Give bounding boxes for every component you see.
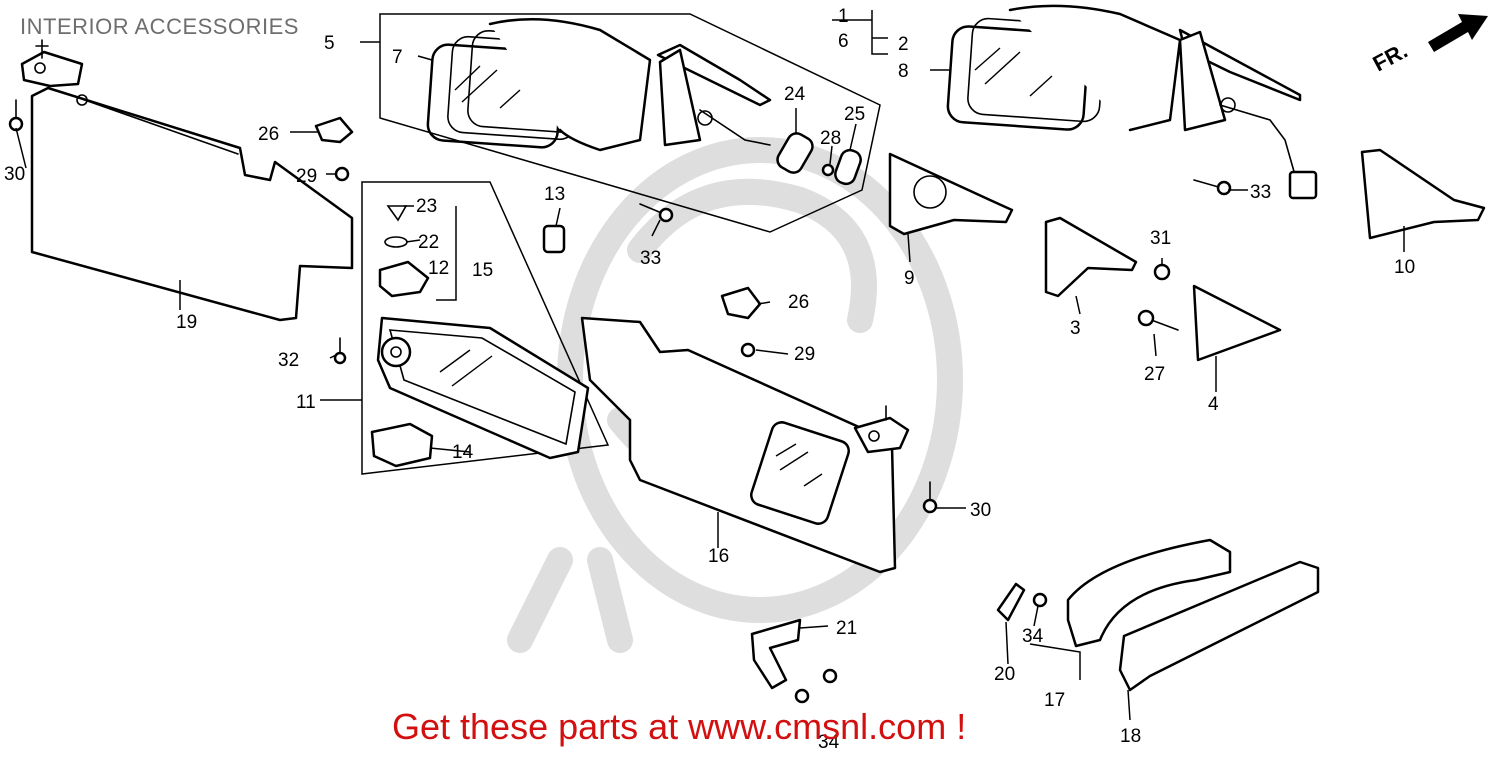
callout-23: 23 bbox=[416, 196, 437, 217]
callout-2: 2 bbox=[898, 34, 909, 55]
handle-17 bbox=[1066, 538, 1232, 648]
corner-covers bbox=[888, 148, 1486, 362]
callout-5: 5 bbox=[324, 33, 335, 54]
nut-31 bbox=[1153, 263, 1171, 281]
front-direction-marker: FR. bbox=[1369, 14, 1488, 76]
left-door-mirror bbox=[426, 17, 772, 152]
callout-22: 22 bbox=[418, 232, 439, 253]
callout-6: 6 bbox=[838, 31, 849, 52]
pad-4 bbox=[1192, 284, 1282, 362]
callout-18: 18 bbox=[1120, 726, 1141, 747]
callout-33b: 33 bbox=[1250, 182, 1271, 203]
sun-visor-right bbox=[580, 316, 910, 574]
small-hardware bbox=[8, 99, 1232, 514]
callout-30a: 30 bbox=[4, 164, 25, 185]
hook-21 bbox=[750, 618, 802, 690]
callout-19: 19 bbox=[176, 312, 197, 333]
callout-16: 16 bbox=[708, 546, 729, 567]
right-door-mirror bbox=[946, 4, 1318, 200]
callout-28: 28 bbox=[820, 128, 841, 149]
sun-visor-left bbox=[20, 39, 354, 322]
bracket-18 bbox=[1118, 560, 1320, 692]
callout-33a: 33 bbox=[640, 248, 661, 269]
callout-3: 3 bbox=[1070, 318, 1081, 339]
callout-31: 31 bbox=[1150, 228, 1171, 249]
callout-26b: 26 bbox=[788, 292, 809, 313]
screw-34c bbox=[822, 668, 838, 684]
callout-10: 10 bbox=[1394, 257, 1415, 278]
callout-1: 1 bbox=[838, 6, 849, 27]
callout-11: 11 bbox=[296, 392, 316, 413]
cover-20 bbox=[996, 582, 1026, 622]
front-arrow-icon bbox=[1428, 14, 1488, 52]
callout-29b: 29 bbox=[794, 344, 815, 365]
callout-labels: 1 2 3 4 5 6 7 8 9 10 11 12 13 14 15 16 1… bbox=[4, 6, 1415, 753]
grommet-24 bbox=[776, 132, 814, 174]
callout-8: 8 bbox=[898, 61, 909, 82]
callout-29a: 29 bbox=[296, 166, 317, 187]
callout-26a: 26 bbox=[258, 124, 279, 145]
footer-promo-link[interactable]: Get these parts at www.cmsnl.com ! bbox=[392, 706, 967, 747]
mirror-dashed-box-left bbox=[379, 13, 881, 233]
callout-34a: 34 bbox=[1022, 626, 1044, 647]
callout-30b: 30 bbox=[970, 500, 991, 521]
clip-13 bbox=[542, 224, 566, 254]
screw-28 bbox=[821, 163, 835, 177]
callout-15: 15 bbox=[472, 260, 493, 281]
cover-9 bbox=[888, 152, 1014, 236]
callout-4: 4 bbox=[1208, 394, 1219, 415]
callout-7: 7 bbox=[392, 47, 403, 68]
rearview-mirror-box bbox=[361, 181, 610, 475]
cover-10 bbox=[1360, 148, 1486, 240]
callout-32: 32 bbox=[278, 350, 299, 371]
cover-3 bbox=[1044, 216, 1138, 298]
callout-21: 21 bbox=[836, 618, 857, 639]
callout-13: 13 bbox=[544, 184, 565, 205]
callout-17: 17 bbox=[1044, 690, 1065, 711]
cap-25 bbox=[834, 148, 862, 186]
callout-24: 24 bbox=[784, 84, 806, 105]
grab-handle bbox=[750, 538, 1320, 704]
callout-12: 12 bbox=[428, 258, 449, 279]
callout-9: 9 bbox=[904, 268, 915, 289]
screw-34b bbox=[794, 688, 810, 704]
screw-29b bbox=[740, 342, 756, 358]
visor-clip-26b bbox=[720, 286, 762, 320]
callout-25: 25 bbox=[844, 104, 865, 125]
page-title: INTERIOR ACCESSORIES bbox=[20, 14, 299, 39]
visor-clip-26a bbox=[314, 116, 354, 144]
leader-lines bbox=[15, 10, 1405, 721]
callout-14: 14 bbox=[452, 442, 474, 463]
callout-20: 20 bbox=[994, 664, 1015, 685]
screw-29a bbox=[334, 166, 350, 182]
screw-34a bbox=[1032, 592, 1048, 608]
front-label: FR. bbox=[1369, 38, 1412, 77]
callout-27: 27 bbox=[1144, 364, 1165, 385]
callout-34b: 34 bbox=[818, 732, 840, 753]
